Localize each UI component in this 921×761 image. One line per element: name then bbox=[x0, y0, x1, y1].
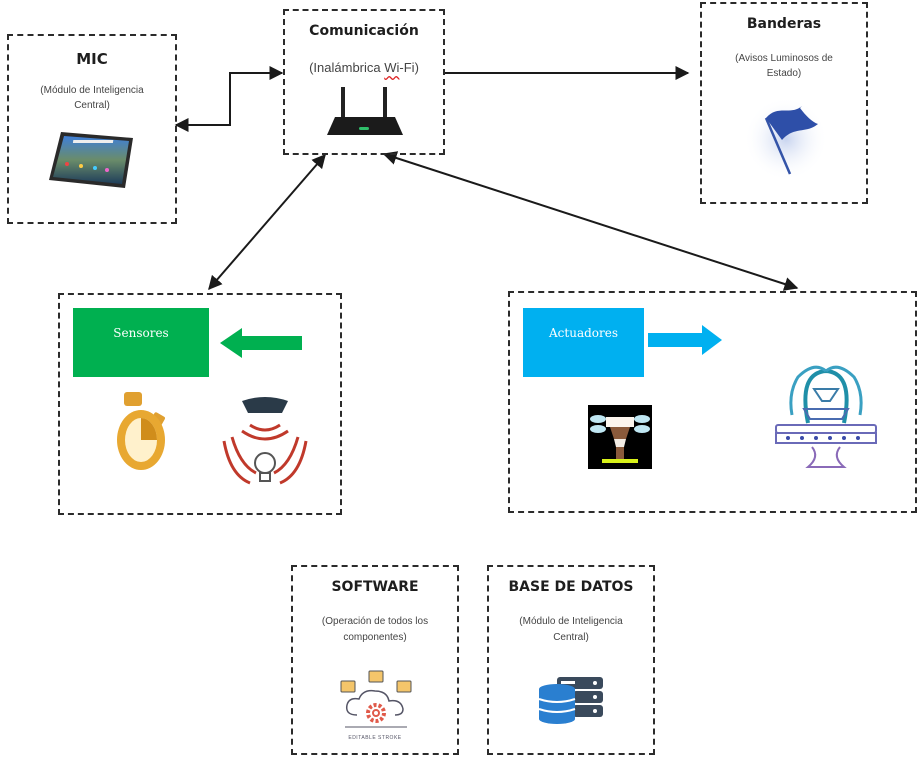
stopwatch-icon bbox=[117, 392, 165, 470]
comunicacion-subtitle: (Inalámbrica Wi-Fi) bbox=[291, 59, 437, 78]
software-title: SOFTWARE bbox=[331, 579, 419, 595]
node-sensores: Sensores bbox=[58, 293, 342, 515]
edge-comunicacion-mic bbox=[174, 66, 284, 132]
banderas-subtitle-2: Estado) bbox=[766, 68, 802, 79]
comunicacion-subtitle-suffix: -Fi) bbox=[399, 60, 419, 75]
mic-title: MIC bbox=[76, 50, 108, 68]
base-datos-subtitle-1: (Módulo de Inteligencia bbox=[519, 616, 623, 627]
node-actuadores: Actuadores bbox=[508, 291, 917, 513]
flag-icon bbox=[744, 97, 828, 181]
blue-arrow-right-icon bbox=[648, 325, 722, 355]
sensores-label-box: Sensores bbox=[73, 308, 209, 377]
mic-subtitle-2: Central) bbox=[74, 100, 110, 111]
cloud-gear-folders-icon bbox=[340, 670, 412, 728]
node-base-de-datos: BASE DE DATOS (Módulo de Inteligencia Ce… bbox=[487, 565, 655, 755]
comunicacion-title: Comunicación bbox=[309, 23, 419, 39]
node-mic: MIC (Módulo de Inteligencia Central) bbox=[7, 34, 177, 224]
tablet-icon bbox=[49, 132, 133, 188]
mic-subtitle-1: (Módulo de Inteligencia bbox=[40, 85, 144, 96]
software-icon-caption: EDITABLE STROKE bbox=[348, 735, 402, 741]
node-software: SOFTWARE (Operación de todos los compone… bbox=[291, 565, 459, 755]
node-comunicacion: Comunicación (Inalámbrica Wi-Fi) bbox=[283, 9, 445, 155]
banderas-subtitle-1: (Avisos Luminosos de bbox=[735, 53, 833, 64]
banderas-title: Banderas bbox=[746, 16, 822, 32]
green-arrow-left-icon bbox=[220, 328, 302, 358]
actuadores-label-box: Actuadores bbox=[523, 308, 644, 377]
software-subtitle-2: componentes) bbox=[343, 632, 407, 643]
edge-comunicacion-sensores bbox=[208, 153, 326, 291]
software-subtitle-1: (Operación de todos los bbox=[321, 616, 429, 627]
node-banderas: Banderas (Avisos Luminosos de Estado) bbox=[700, 2, 868, 204]
comunicacion-subtitle-prefix: (Inalámbrica bbox=[309, 60, 385, 75]
motion-sensor-light-icon bbox=[222, 397, 308, 485]
sprinkler-icon bbox=[588, 405, 652, 469]
comunicacion-subtitle-wifi: Wi bbox=[384, 60, 400, 75]
edge-comunicacion-actuadores bbox=[382, 151, 799, 291]
fountain-icon bbox=[775, 365, 877, 468]
wifi-router-icon bbox=[327, 87, 403, 135]
database-server-icon bbox=[538, 677, 603, 724]
base-datos-subtitle-2: Central) bbox=[553, 632, 589, 643]
base-datos-title: BASE DE DATOS bbox=[508, 579, 634, 595]
